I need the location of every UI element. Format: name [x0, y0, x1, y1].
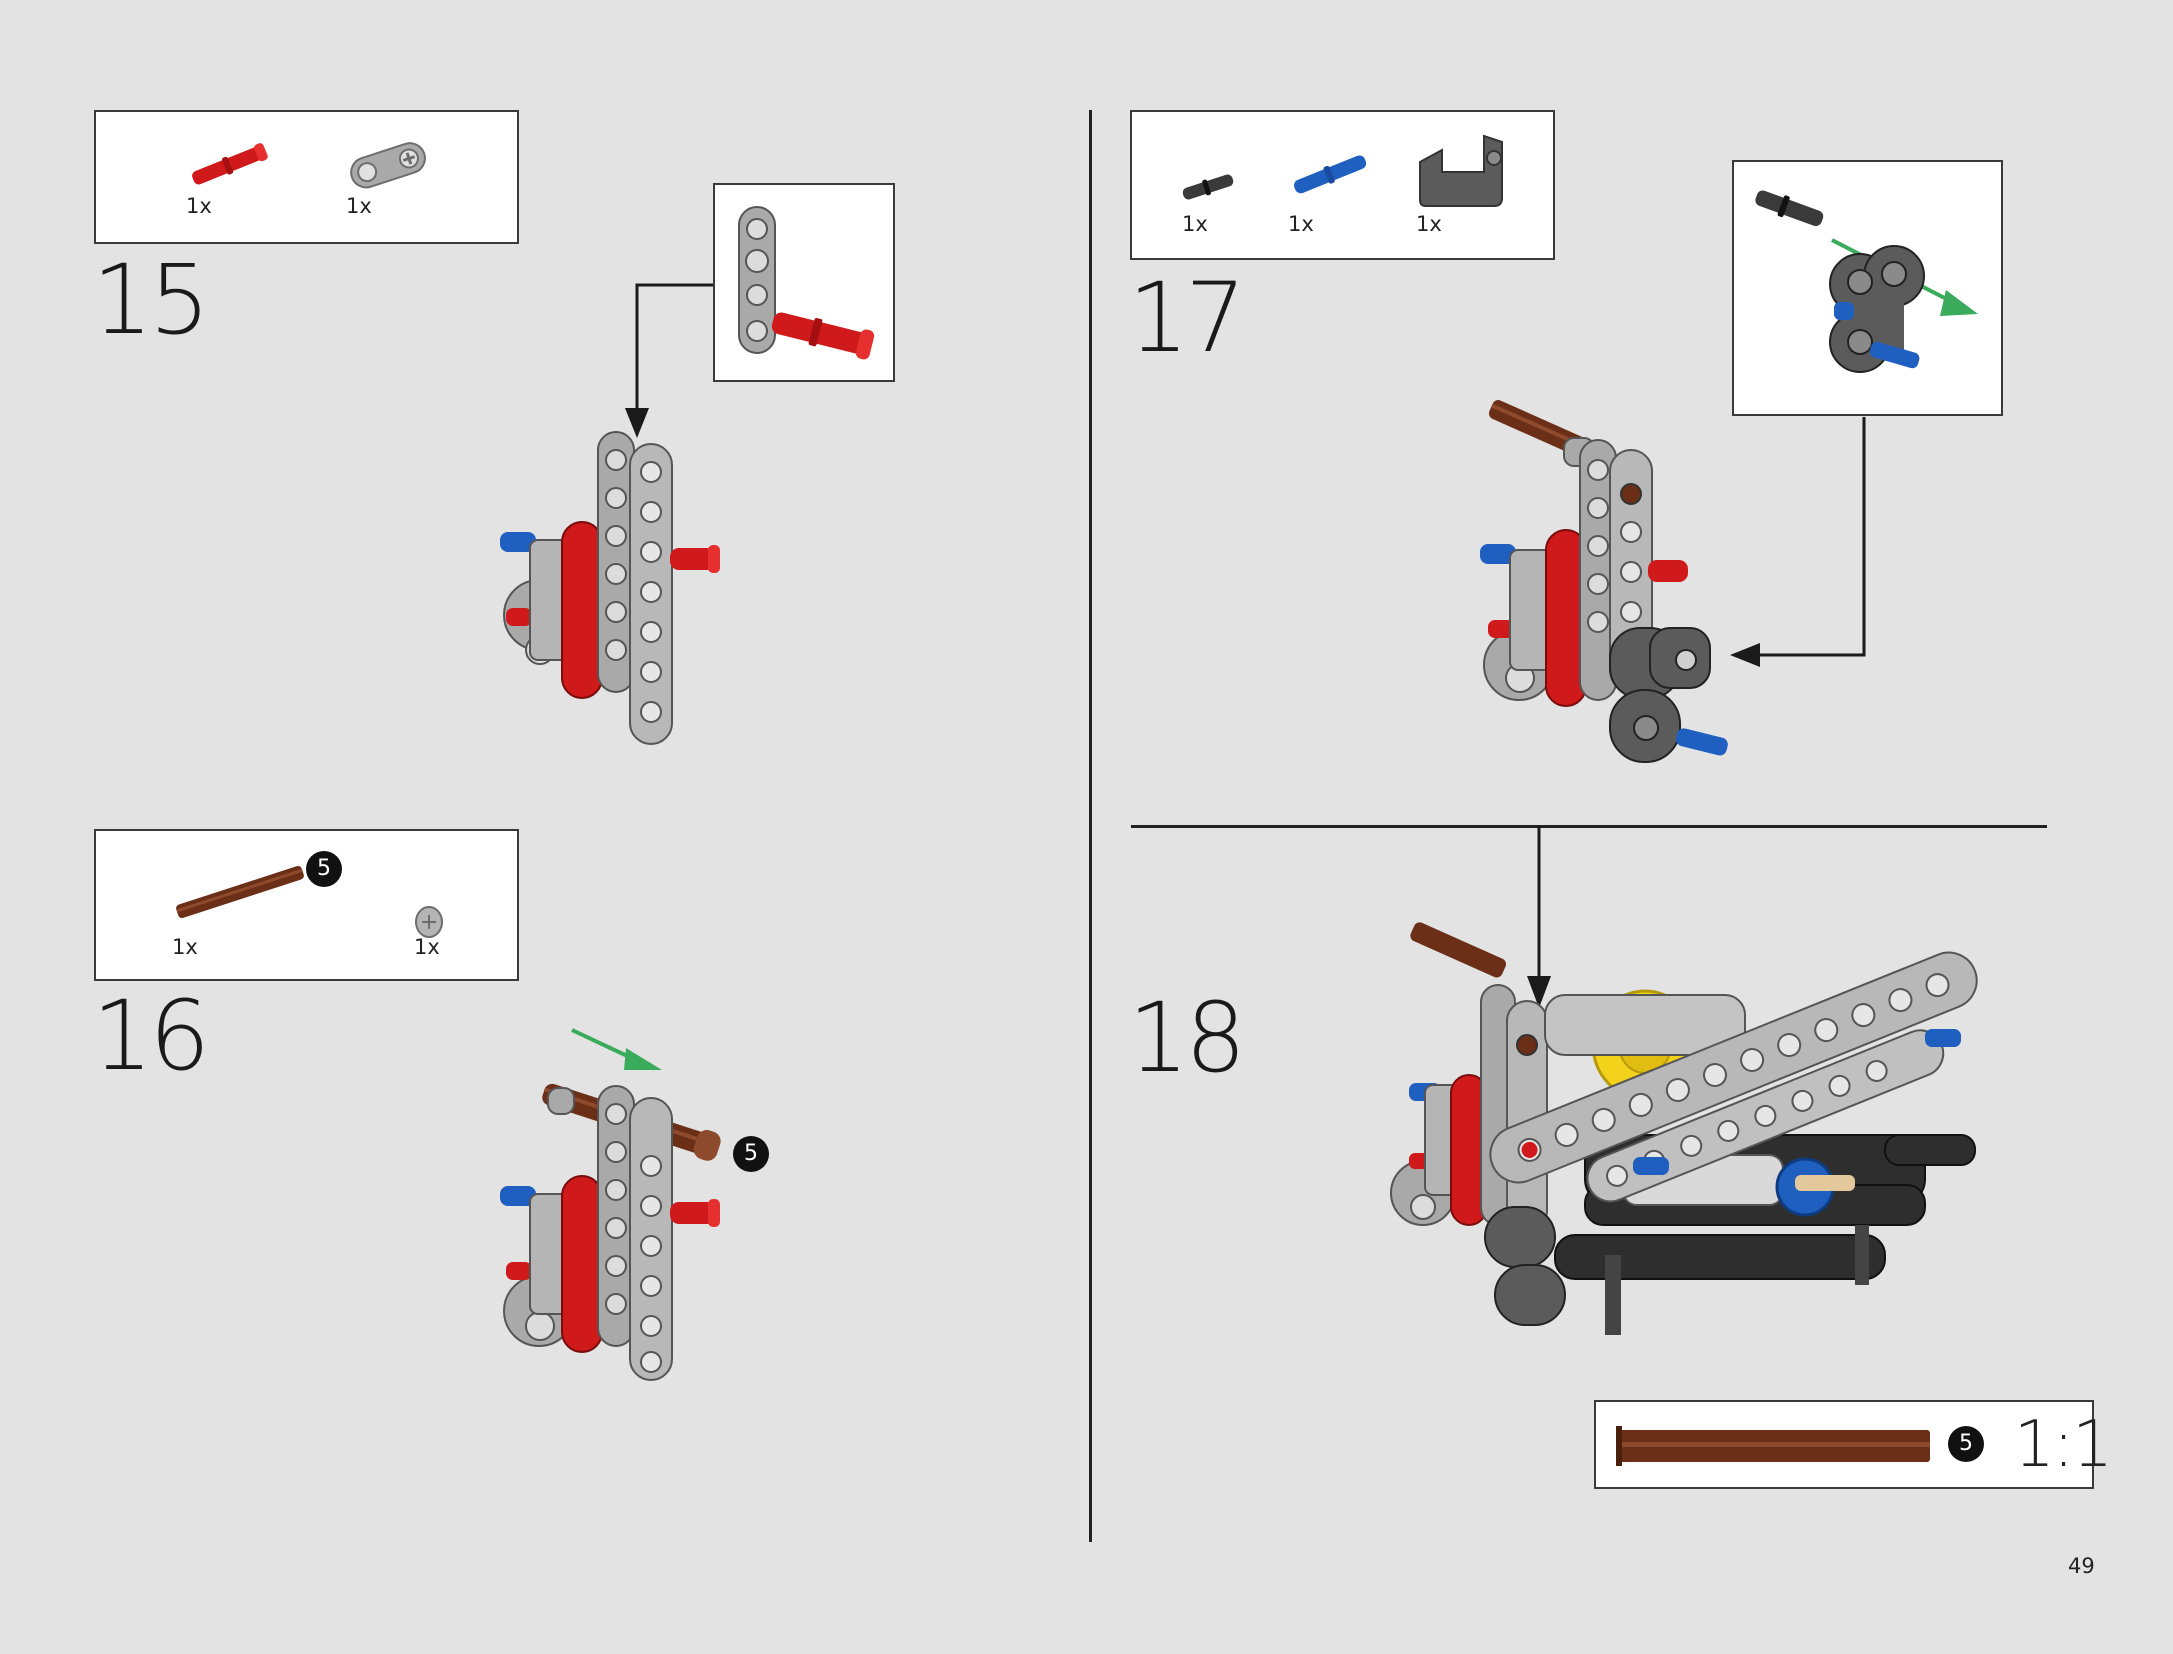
- red-friction-pin-icon: [192, 143, 268, 185]
- step-16-number: 16: [92, 980, 210, 1092]
- gray-connector-icon: [350, 142, 426, 189]
- black-pin-icon: [1182, 174, 1234, 200]
- axle-length-badge: 5: [306, 851, 342, 887]
- step-17-parts-list: 1x 1x 1x: [1130, 110, 1555, 260]
- step-17-callout: [1732, 160, 2003, 416]
- step-15-number: 15: [92, 244, 210, 356]
- part-quantity: 1x: [414, 935, 440, 959]
- part-quantity: 1x: [172, 935, 198, 959]
- step-18-insertion-arrow: [1527, 826, 1551, 1008]
- step-17-model-illustration: [1480, 400, 1728, 763]
- part-quantity: 1x: [1288, 212, 1314, 236]
- step-18-model-illustration: [1390, 922, 1978, 1335]
- step-15-parts-list: 1x 1x: [94, 110, 519, 244]
- dark-gray-bracket-icon: [1419, 134, 1503, 207]
- step-16-parts-list: 5 1x 1x: [94, 829, 519, 981]
- blue-pin-icon: [1294, 155, 1367, 194]
- bracket-with-pins-detail: [1755, 190, 1978, 373]
- step-15-model-illustration: [500, 431, 720, 745]
- brown-axle-icon: [1616, 1426, 1930, 1466]
- step-15-callout: [713, 183, 895, 382]
- beam-with-red-pin-detail: [738, 206, 875, 360]
- step-17-18-divider: [1131, 825, 2047, 828]
- scale-reference-box: 5 1:1: [1594, 1400, 2113, 1489]
- step-16-model-illustration: [500, 1083, 721, 1381]
- part-quantity: 1x: [346, 194, 372, 218]
- page-number: 49: [2068, 1554, 2095, 1578]
- step-17-callout-arrow: [1730, 417, 1866, 667]
- page-vertical-divider: [1089, 110, 1092, 1542]
- part-quantity: 1x: [1416, 212, 1442, 236]
- step-17-number: 17: [1128, 262, 1246, 374]
- brown-axle-icon: [176, 865, 304, 919]
- part-quantity: 1x: [186, 194, 212, 218]
- part-quantity: 1x: [1182, 212, 1208, 236]
- axle-length-badge: 5: [1948, 1426, 1984, 1462]
- green-insertion-arrow: [571, 1028, 662, 1070]
- axle-length-badge: 5: [733, 1136, 769, 1172]
- step-15-callout-arrow: [625, 283, 713, 438]
- scale-ratio-label: 1:1: [2014, 1408, 2113, 1482]
- step-18-number: 18: [1128, 982, 1246, 1094]
- gray-bush-icon: [415, 906, 443, 938]
